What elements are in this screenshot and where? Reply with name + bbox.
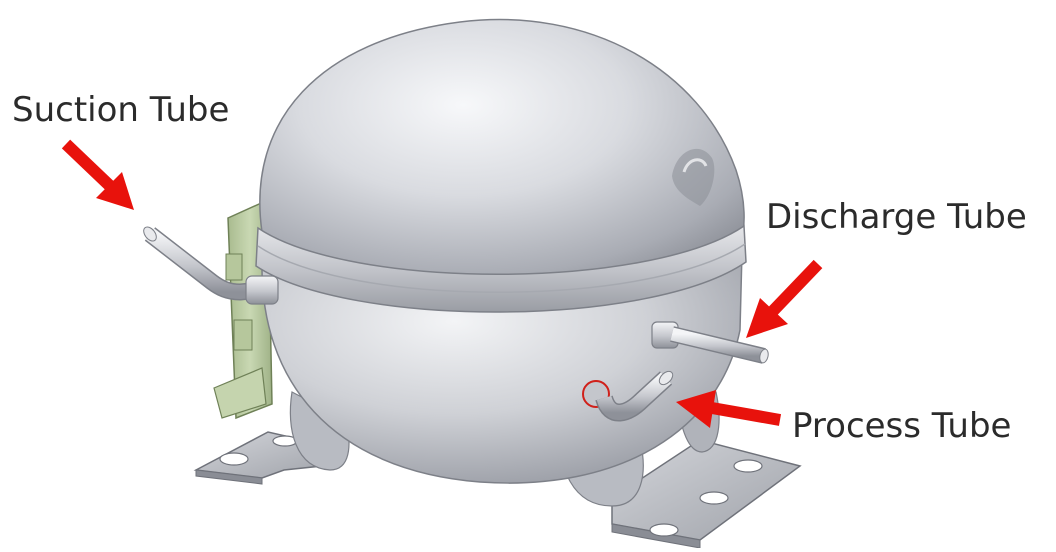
discharge-arrow (746, 259, 823, 338)
process-tube (582, 370, 674, 422)
process-tube-label: Process Tube (792, 406, 1012, 446)
discharge-tube-label: Discharge Tube (766, 197, 1027, 237)
upper-dome (259, 18, 745, 288)
shell-seam (255, 224, 747, 313)
discharge-tube (651, 321, 769, 364)
suction-tube (143, 226, 279, 305)
process-arrow (676, 390, 782, 428)
suction-arrow (61, 139, 134, 210)
suction-tube-label: Suction Tube (12, 90, 230, 130)
